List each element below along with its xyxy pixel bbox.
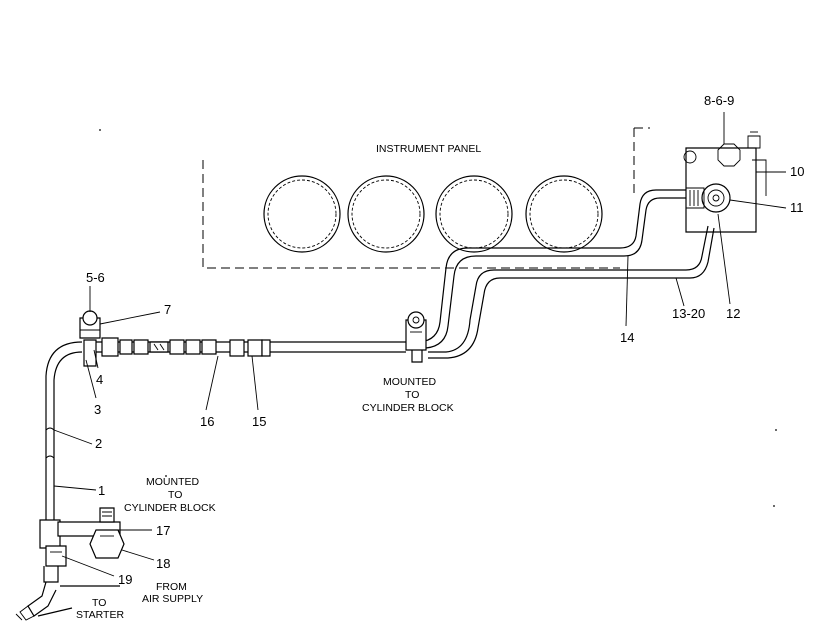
- callout-12: 12: [726, 306, 740, 321]
- gauge-3: [435, 175, 513, 253]
- clip-mid: [405, 311, 427, 363]
- gauge-4: [525, 175, 603, 253]
- note-mounted-lower: MOUNTED TO CYLINDER BLOCK: [124, 476, 216, 514]
- callout-15: 15: [252, 414, 266, 429]
- valve-nut: [717, 143, 741, 167]
- main-tube: [96, 337, 406, 357]
- lower-fitting: [15, 507, 125, 621]
- callout-14: 14: [620, 330, 634, 345]
- callout-5-6: 5-6: [86, 270, 105, 285]
- callout-3: 3: [94, 402, 101, 417]
- svg-text:FROM: FROM: [156, 581, 187, 593]
- callouts: 1 2 3 4 5-6 7 8-6-9 10 11 12 13-20 14 15…: [86, 93, 804, 587]
- instrument-panel: INSTRUMENT PANEL: [202, 127, 650, 269]
- gauge-2: [347, 175, 425, 253]
- callout-19: 19: [118, 572, 132, 587]
- note-from-air-supply: FROM AIR SUPPLY: [142, 581, 203, 605]
- svg-text:TO: TO: [168, 489, 182, 501]
- svg-text:AIR SUPPLY: AIR SUPPLY: [142, 593, 203, 605]
- note-to-starter: TO STARTER: [76, 597, 124, 621]
- callout-8-6-9: 8-6-9: [704, 93, 734, 108]
- tube-13-20: [428, 225, 715, 359]
- tube-14: [419, 189, 686, 349]
- panel-title: INSTRUMENT PANEL: [376, 143, 481, 155]
- clip-upper-left: [79, 310, 101, 367]
- specks: [99, 129, 777, 507]
- callout-4: 4: [96, 372, 103, 387]
- svg-text:TO: TO: [405, 389, 419, 401]
- svg-text:TO: TO: [92, 597, 106, 609]
- callout-18: 18: [156, 556, 170, 571]
- callout-10: 10: [790, 164, 804, 179]
- leader-lines: [37, 112, 787, 617]
- callout-2: 2: [95, 436, 102, 451]
- callout-7: 7: [164, 302, 171, 317]
- svg-text:CYLINDER BLOCK: CYLINDER BLOCK: [124, 502, 216, 514]
- valve-body: [683, 131, 767, 233]
- svg-text:CYLINDER BLOCK: CYLINDER BLOCK: [362, 402, 454, 414]
- note-mounted-upper: MOUNTED TO CYLINDER BLOCK: [362, 376, 454, 414]
- callout-17: 17: [156, 523, 170, 538]
- svg-text:MOUNTED: MOUNTED: [383, 376, 436, 388]
- callout-11: 11: [790, 200, 804, 215]
- svg-text:STARTER: STARTER: [76, 609, 124, 621]
- callout-16: 16: [200, 414, 214, 429]
- gauge-1: [263, 175, 341, 253]
- callout-13-20: 13-20: [672, 306, 705, 321]
- callout-1: 1: [98, 483, 105, 498]
- tube-vertical: [45, 341, 83, 520]
- svg-text:MOUNTED: MOUNTED: [146, 476, 199, 488]
